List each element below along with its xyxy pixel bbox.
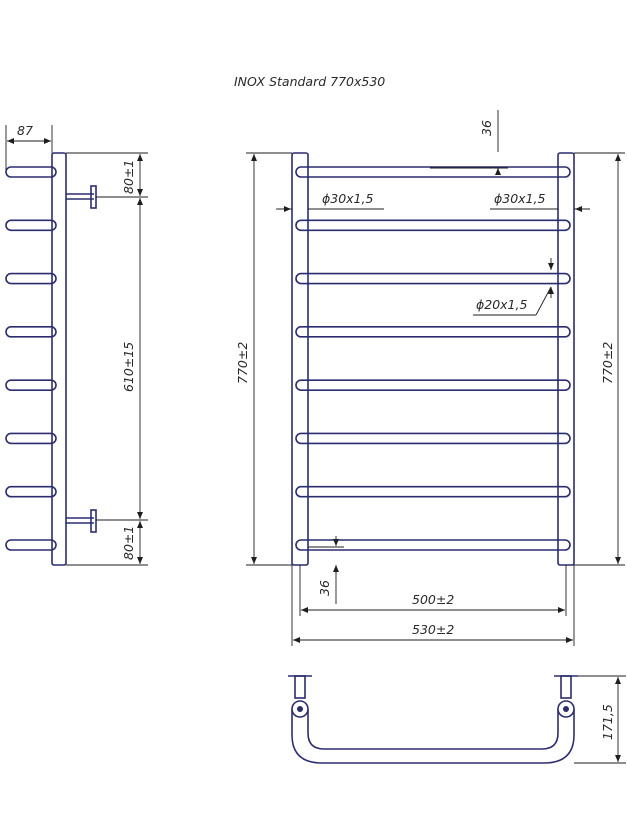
side-rung [5, 219, 57, 232]
side-view: 87 80±1 610±15 80±1 [5, 123, 148, 566]
front-rung [295, 485, 571, 498]
side-rung [5, 485, 57, 498]
front-rung [295, 379, 571, 391]
side-pitch-label: 610±15 [121, 342, 136, 392]
side-top-offset-label: 80±1 [121, 160, 136, 194]
drawing-title: INOX Standard 770x530 [234, 74, 385, 89]
front-rung [295, 219, 571, 232]
top-view-tube [291, 709, 575, 764]
front-height-left-label: 770±2 [235, 342, 250, 384]
side-rung [5, 166, 57, 178]
front-left-bar [291, 152, 309, 566]
front-rung [295, 539, 571, 551]
wall-bracket-top [66, 185, 97, 209]
front-inner-width-label: 500±2 [412, 592, 454, 607]
wall-bracket-bottom [66, 509, 97, 533]
front-rung [295, 272, 571, 285]
front-view-rungs [295, 166, 571, 551]
front-rung-diameter-label: ϕ20x1,5 [476, 297, 527, 312]
side-rung [5, 272, 57, 285]
front-bottom-gap-label: 36 [317, 580, 332, 596]
side-rung [5, 432, 57, 445]
side-view-profile [51, 152, 67, 566]
front-view: 770±2 770±2 36 ϕ30x1,5 ϕ30x1,5 ϕ20x1,5 3… [235, 110, 625, 646]
top-view-mount-left [288, 675, 312, 718]
front-rung [295, 432, 571, 445]
front-outer-width-label: 530±2 [412, 622, 454, 637]
front-top-gap-label: 36 [479, 120, 494, 136]
top-depth-label: 171,5 [600, 704, 615, 740]
top-view-mount-right [554, 675, 578, 718]
front-height-right-label: 770±2 [600, 342, 615, 384]
front-rung [295, 326, 571, 338]
front-right-bar [557, 152, 575, 566]
side-rung [5, 539, 57, 551]
side-width-label: 87 [17, 123, 33, 138]
front-main-bar-right-label: ϕ30x1,5 [494, 191, 545, 206]
side-rung [5, 326, 57, 338]
front-main-bar-left-label: ϕ30x1,5 [322, 191, 373, 206]
side-view-rungs [5, 166, 57, 551]
side-rung [5, 379, 57, 391]
side-bottom-offset-label: 80±1 [121, 526, 136, 560]
top-view: 171,5 [288, 675, 626, 764]
front-rung [295, 166, 571, 178]
